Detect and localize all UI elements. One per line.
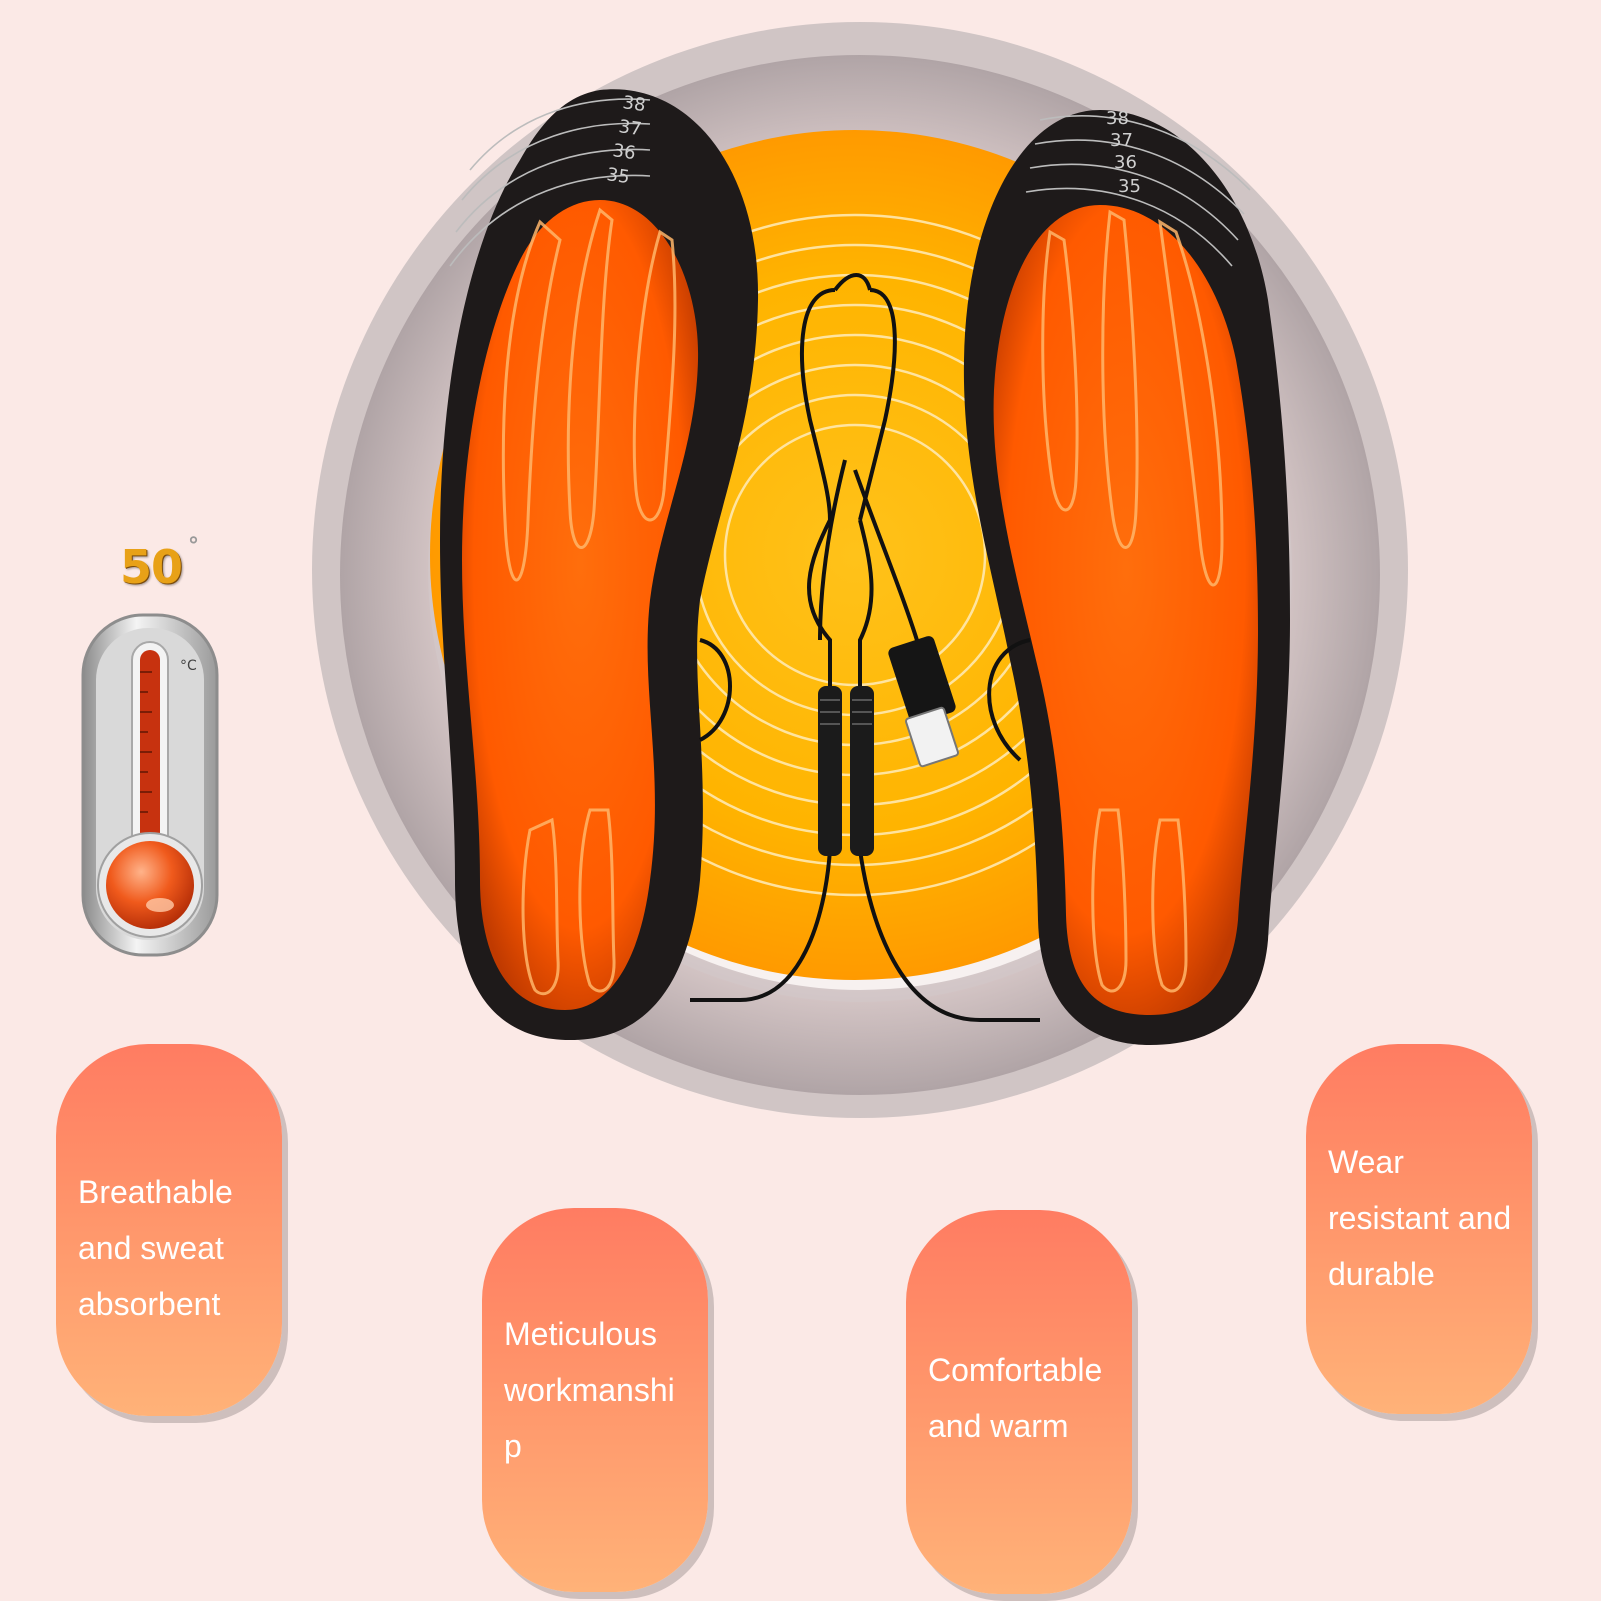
feature-text: Comfortable and warm bbox=[928, 1342, 1128, 1454]
feature-line: and sweat bbox=[78, 1230, 224, 1266]
feature-text: Meticulous workmanshi p bbox=[504, 1306, 704, 1474]
left-size-38: 38 bbox=[621, 92, 647, 116]
feature-line: resistant and bbox=[1328, 1200, 1512, 1236]
right-size-35: 35 bbox=[1118, 176, 1141, 197]
degree-symbol: ° bbox=[188, 534, 199, 559]
plug-connectors bbox=[818, 636, 959, 856]
thermometer-icon bbox=[81, 613, 219, 957]
feature-line: Breathable bbox=[78, 1174, 233, 1210]
feature-pill-breathable: Breathable and sweat absorbent bbox=[56, 1044, 282, 1416]
feature-line: and warm bbox=[928, 1408, 1069, 1444]
feature-pill-workmanship: Meticulous workmanshi p bbox=[482, 1208, 708, 1592]
left-size-35: 35 bbox=[605, 164, 631, 188]
feature-line: Meticulous bbox=[504, 1316, 657, 1352]
feature-line: durable bbox=[1328, 1256, 1435, 1292]
right-size-37: 37 bbox=[1110, 130, 1133, 151]
celsius-unit-label: °C bbox=[180, 658, 197, 674]
feature-line: p bbox=[504, 1428, 522, 1464]
usb-cable bbox=[690, 273, 1040, 1022]
feature-line: workmanshi bbox=[504, 1372, 675, 1408]
left-size-36: 36 bbox=[611, 140, 637, 164]
feature-line: Wear bbox=[1328, 1144, 1404, 1180]
feature-text: Breathable and sweat absorbent bbox=[78, 1164, 278, 1332]
left-size-37: 37 bbox=[617, 116, 643, 140]
right-size-38: 38 bbox=[1106, 108, 1129, 129]
left-insole: 38 37 36 35 bbox=[440, 89, 759, 1041]
feature-line: Comfortable bbox=[928, 1352, 1103, 1388]
feature-text: Wear resistant and durable bbox=[1328, 1134, 1528, 1302]
feature-line: absorbent bbox=[78, 1286, 221, 1322]
temperature-value: 50 bbox=[120, 540, 183, 594]
feature-pill-comfortable: Comfortable and warm bbox=[906, 1210, 1132, 1594]
feature-pill-wear-resistant: Wear resistant and durable bbox=[1306, 1044, 1532, 1414]
right-size-36: 36 bbox=[1114, 152, 1137, 173]
right-insole: 38 37 36 35 bbox=[963, 108, 1290, 1045]
